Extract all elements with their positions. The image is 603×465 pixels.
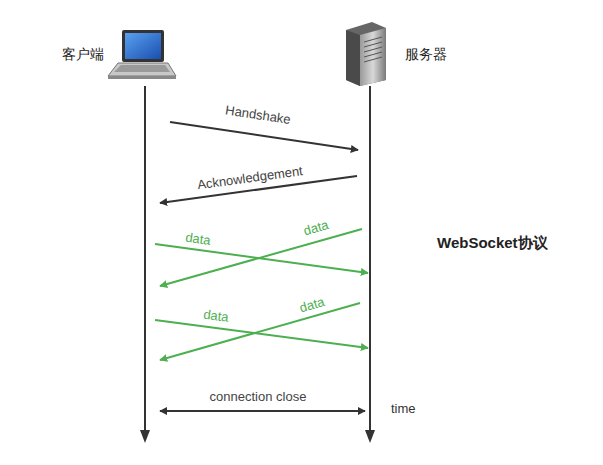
message-label: data xyxy=(182,229,213,248)
lifeline-node: 服务器 xyxy=(358,28,382,440)
diagram-title: WebSocket协议 xyxy=(437,234,548,252)
message-arrow xyxy=(160,410,365,412)
message-arrow xyxy=(155,244,368,273)
participant-label: 服务器 xyxy=(405,46,447,63)
lifeline xyxy=(145,86,370,434)
participant-label: 客户端 xyxy=(62,46,104,63)
message-label: data xyxy=(300,217,332,240)
message-label: data xyxy=(296,293,328,316)
lifeline-arrowhead xyxy=(140,430,375,443)
message-arrow xyxy=(160,229,362,286)
message-label: Handshake xyxy=(222,102,293,128)
message-arrow xyxy=(160,303,360,360)
message-label: connection close xyxy=(208,389,309,405)
message-label: data xyxy=(200,306,231,325)
axis-label: time xyxy=(391,401,416,417)
message-arrow xyxy=(155,320,368,348)
lifeline-node: 客户端 xyxy=(133,28,157,440)
message-label: Acknowledgement xyxy=(194,163,305,193)
server-icon xyxy=(346,22,386,86)
laptop-icon xyxy=(108,30,176,79)
message-arrow xyxy=(170,122,358,150)
